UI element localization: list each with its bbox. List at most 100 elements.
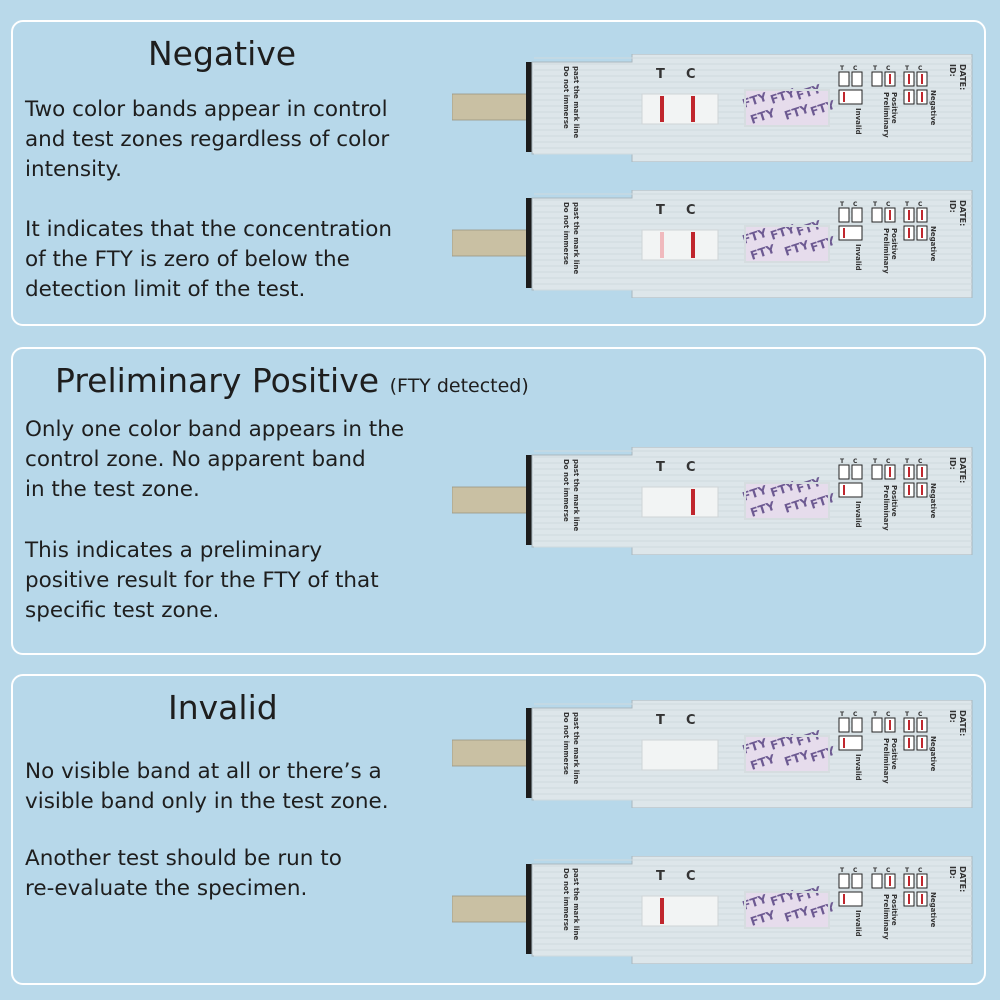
legend-t-letter: T [905,867,910,874]
legend-c-band [921,894,923,904]
legend-c-letter: C [886,65,891,72]
legend-positive-label-2: Positive [890,485,898,517]
sample-pad [452,895,531,923]
legend-c-letter: C [886,201,891,208]
drug-label-area [745,90,829,126]
test-line-band [660,898,664,924]
legend-c-letter: C [853,867,858,874]
legend-positive-label-2: Positive [890,738,898,770]
legend-negative-label: Negative [929,90,937,126]
sample-pad [452,739,531,767]
drug-label-border [744,225,830,263]
legend-invalid-label: Invalid [854,244,862,271]
legend-c-letter: C [853,201,858,208]
legend-invalid-label: Invalid [854,108,862,135]
legend-c-letter: C [886,867,891,874]
panel-paragraph: No visible band at all or there’s a visi… [25,759,389,814]
id-label: ID: [948,64,957,77]
drug-label-border [744,89,830,127]
panel-title: Negative [148,34,297,73]
panel-title: Invalid [168,688,278,727]
legend-window [851,71,863,87]
legend-t-band [843,738,845,748]
legend-negative-label: Negative [929,736,937,772]
legend-c-letter: C [853,711,858,718]
legend-c-letter: C [918,458,923,465]
legend-negative-label: Negative [929,892,937,928]
legend-t-letter: T [873,711,878,718]
legend-window [871,717,883,733]
c-letter: C [686,203,696,218]
legend-window [851,464,863,480]
instruction-line-2: past the mark line [572,712,580,785]
legend-t-letter: T [905,711,910,718]
legend-negative-label: Negative [929,483,937,519]
legend-c-band [921,467,923,477]
id-label: ID: [948,200,957,213]
legend-t-letter: T [873,65,878,72]
instruction-line-1: Do not immerse [562,712,570,775]
result-window [641,895,719,927]
t-letter: T [656,460,665,475]
legend-t-letter: T [840,458,845,465]
legend-t-letter: T [840,65,845,72]
instruction-line-2: past the mark line [572,66,580,139]
legend-c-band [921,876,923,886]
id-label: ID: [948,457,957,470]
panel-paragraph: This indicates a preliminary positive re… [25,538,379,623]
sample-pad [452,93,531,121]
drug-label-area [745,483,829,519]
t-letter: T [656,203,665,218]
legend-c-band [921,720,923,730]
panel-negative: Negative Two color bands appear in contr… [11,20,986,326]
legend-t-band [843,228,845,238]
legend-window [871,71,883,87]
t-letter: T [656,713,665,728]
panel-paragraph: Only one color band appears in the contr… [25,417,405,502]
legend-t-letter: T [840,201,845,208]
legend-c-letter: C [853,458,858,465]
legend-c-band [921,485,923,495]
control-line-band [691,489,695,515]
panel-preliminary-positive: Preliminary Positive (FTY detected) Only… [11,347,986,655]
instruction-line-1: Do not immerse [562,459,570,522]
t-letter: T [656,869,665,884]
legend-window [838,464,850,480]
legend-t-band [908,74,910,84]
legend-positive-label-1: Preliminary [882,228,890,274]
instruction-line-1: Do not immerse [562,202,570,265]
legend-c-letter: C [918,65,923,72]
legend-window [838,891,863,907]
date-label: DATE: [958,710,967,736]
legend-window [838,873,850,889]
legend-c-band [889,467,891,477]
legend-t-band [908,228,910,238]
legend-c-band [889,876,891,886]
legend-t-band [908,738,910,748]
instruction-line-2: past the mark line [572,459,580,532]
instruction-line-2: past the mark line [572,868,580,941]
legend-t-letter: T [840,867,845,874]
legend-c-letter: C [886,711,891,718]
legend-t-band [908,467,910,477]
legend-positive-label-1: Preliminary [882,485,890,531]
legend-window [851,207,863,223]
legend-invalid-label: Invalid [854,501,862,528]
legend-c-band [889,74,891,84]
legend-t-letter: T [873,867,878,874]
date-label: DATE: [958,64,967,90]
panel-subtitle: (FTY detected) [389,375,529,397]
result-window [641,93,719,125]
panel-paragraph: Two color bands appear in control and te… [25,97,390,182]
panel-paragraph: Another test should be run to re-evaluat… [25,846,342,901]
legend-window [851,717,863,733]
legend-c-band [889,210,891,220]
result-window [641,739,719,771]
